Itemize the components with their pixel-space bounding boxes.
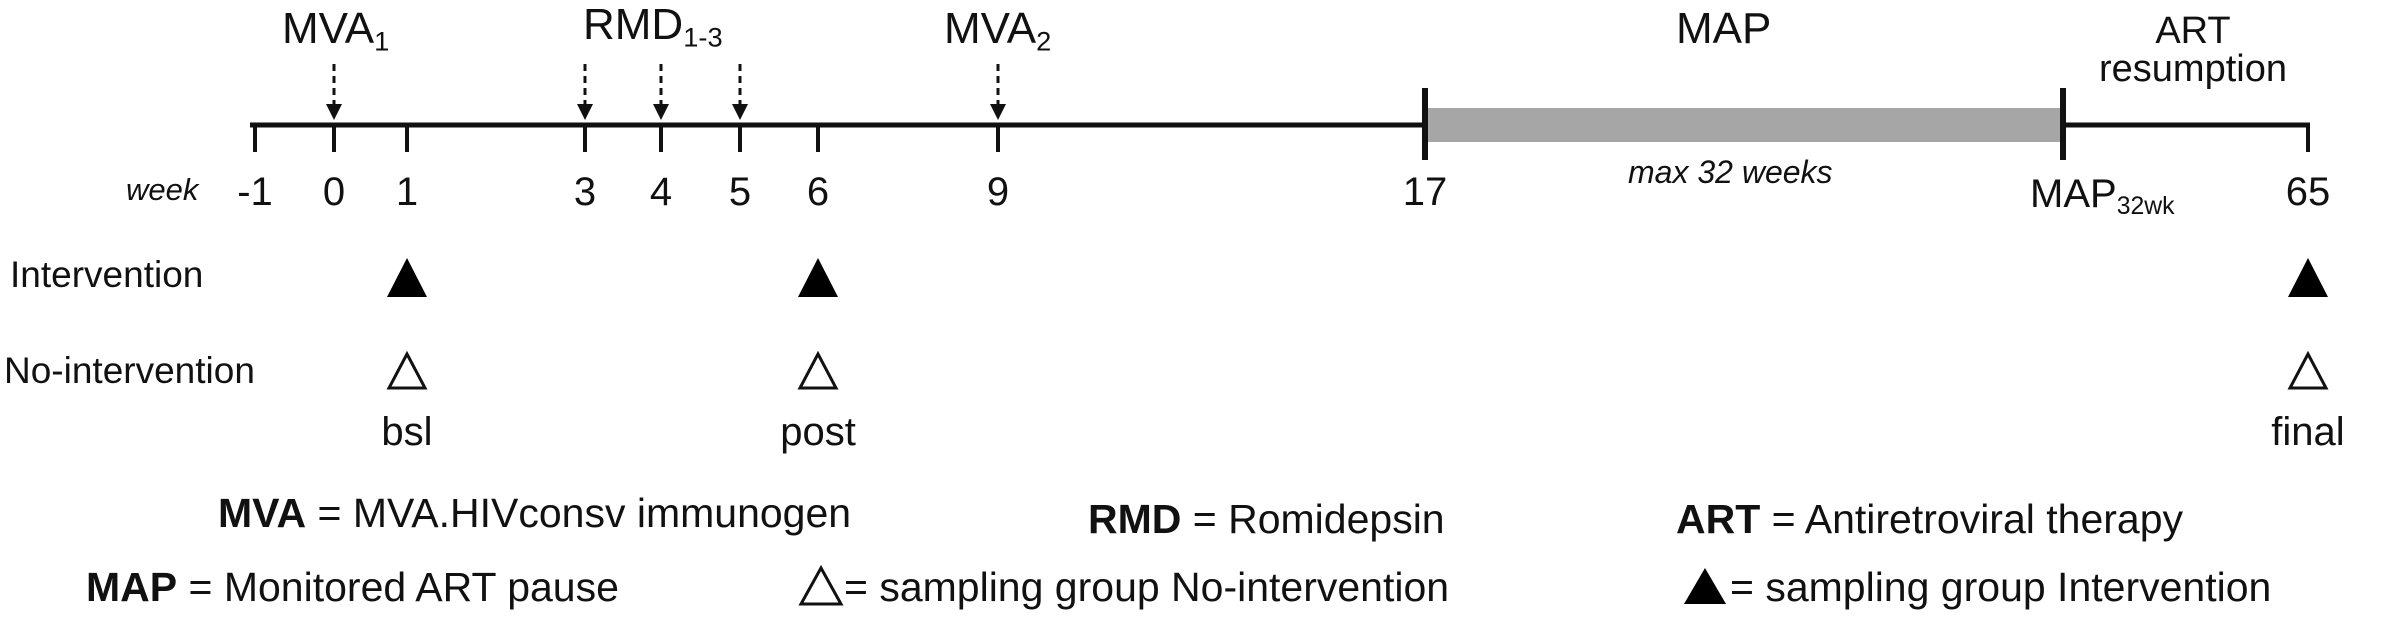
art-resumption-label: ART resumption [2093, 12, 2293, 88]
tick-label: 9 [986, 170, 1010, 214]
open-triangle-icon [797, 350, 839, 390]
arrow-head [732, 104, 748, 120]
tick-marks [253, 125, 2310, 152]
open-triangle-icon [2287, 350, 2329, 390]
map-header: MAP [1676, 4, 1772, 53]
arrow-head [326, 104, 342, 120]
timepoint-final: final [2271, 410, 2345, 454]
legend-filled-triangle-icon [1684, 568, 1726, 604]
art-line2: resumption [2099, 48, 2287, 90]
dose-arrows [332, 64, 1000, 106]
rmd-label: RMD1-3 [583, 0, 723, 53]
intervention-markers [387, 258, 2328, 297]
week-label: week [126, 172, 199, 207]
legend-open-triangle-icon [798, 564, 844, 606]
intervention-label: Intervention [10, 254, 204, 295]
map-duration-note: max 32 weeks [1628, 154, 1833, 190]
legend-rmd: RMD = Romidepsin [1088, 496, 1445, 542]
legend-art: ART = Antiretroviral therapy [1676, 496, 2184, 542]
art-line1: ART [2155, 10, 2231, 52]
no-intervention-markers [386, 350, 2329, 390]
legend-filled-triangle: = sampling group Intervention [1730, 564, 2272, 610]
filled-triangle-icon [387, 258, 427, 297]
arrow-head [653, 104, 669, 120]
no-intervention-label: No-intervention [4, 350, 255, 391]
legend-mva: MVA = MVA.HIVconsv immunogen [218, 490, 852, 536]
tick-label: 6 [806, 170, 830, 214]
filled-triangle-icon [798, 258, 838, 297]
map-bar [1425, 108, 2063, 142]
tick-label: 65 [2285, 170, 2331, 214]
legend-map: MAP = Monitored ART pause [86, 564, 619, 610]
filled-triangle-icon [2288, 258, 2328, 297]
tick-label: 5 [728, 170, 752, 214]
mva2-label: MVA2 [944, 4, 1052, 57]
timepoint-bsl: bsl [381, 410, 433, 454]
timepoint-post: post [780, 410, 856, 454]
arrow-head [577, 104, 593, 120]
mva1-label: MVA1 [282, 4, 390, 57]
tick-label: -1 [237, 170, 273, 214]
tick-label: 4 [649, 170, 673, 214]
tick-label: 0 [322, 170, 346, 214]
tick-label: 1 [395, 170, 419, 214]
tick-label: 3 [573, 170, 597, 214]
tick-label: 17 [1402, 170, 1448, 214]
arrow-heads [326, 104, 1006, 120]
map-32wk-label: MAP32wk [2030, 172, 2175, 220]
open-triangle-icon [386, 350, 428, 390]
arrow-head [990, 104, 1006, 120]
legend-open-triangle: = sampling group No-intervention [844, 564, 1450, 610]
